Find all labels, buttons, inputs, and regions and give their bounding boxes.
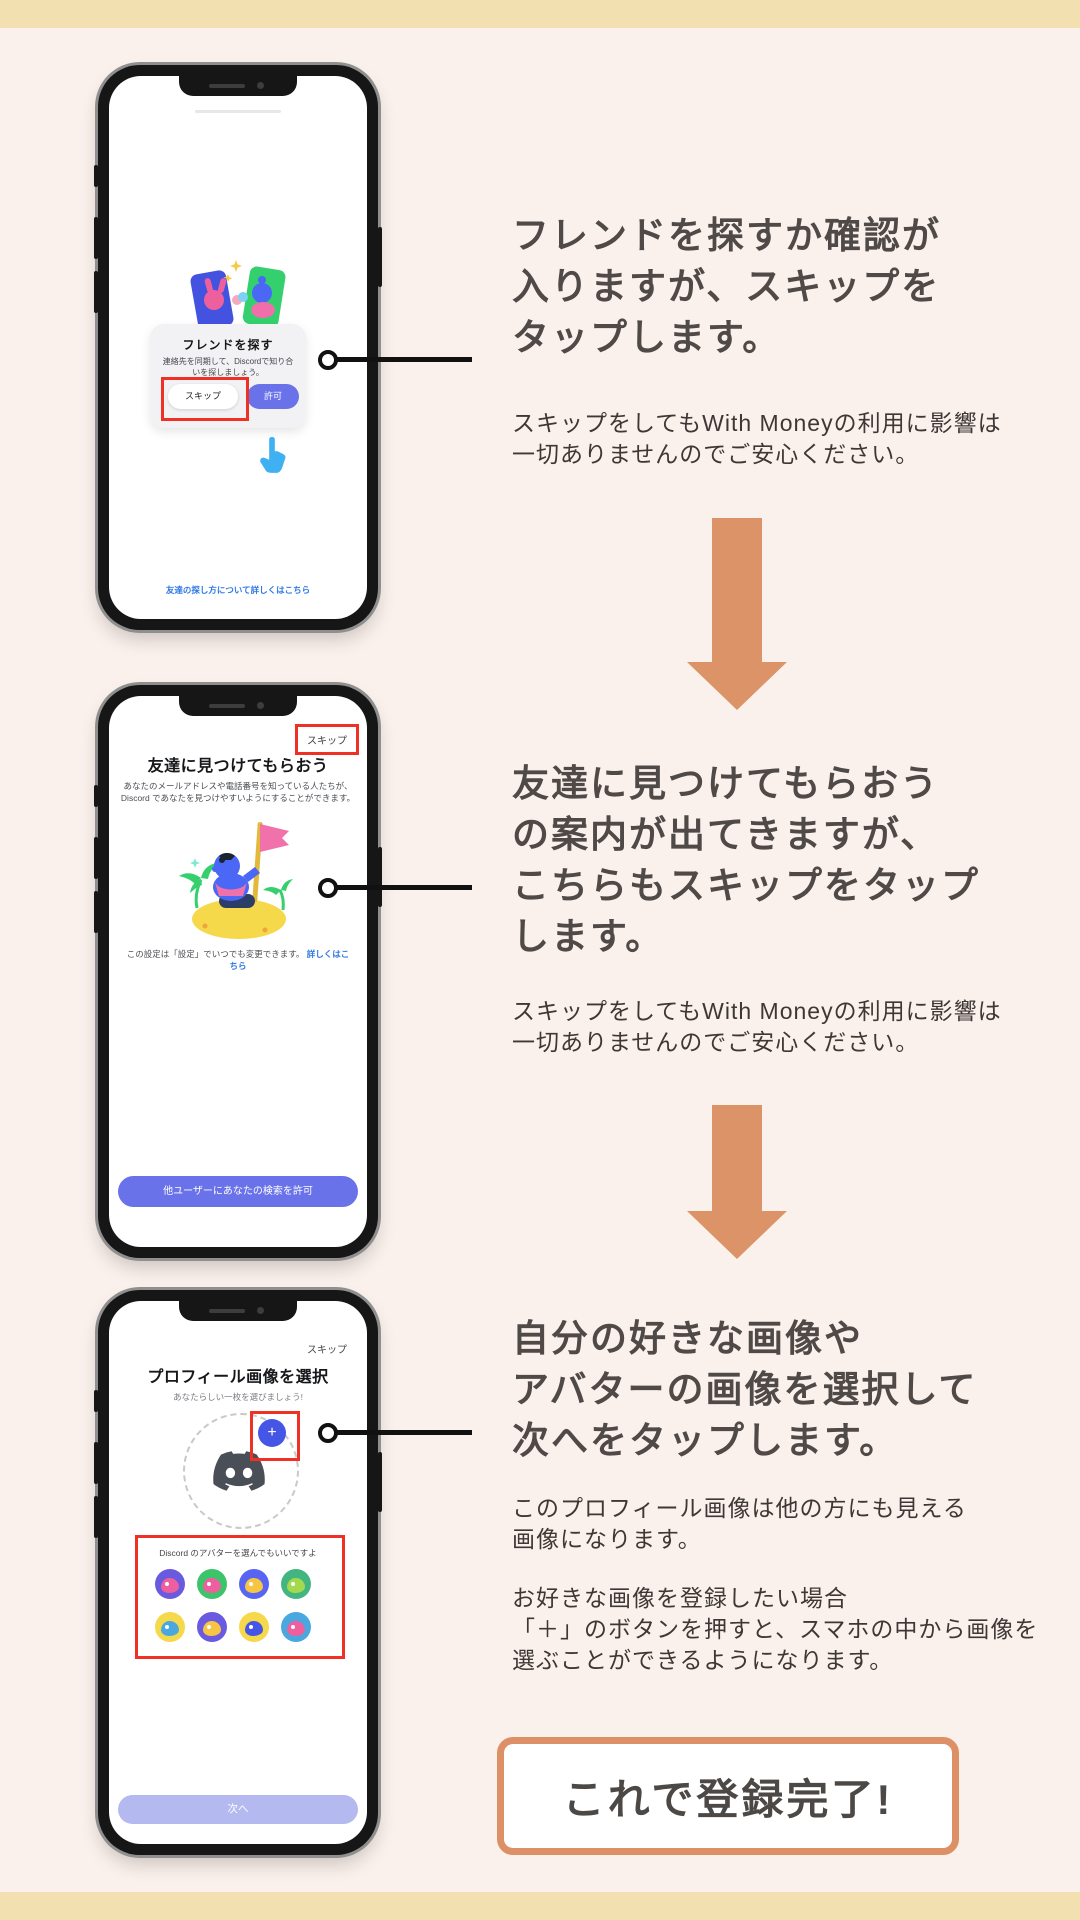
highlight-box-skip: [161, 377, 249, 421]
step2-note: スキップをしてもWith Moneyの利用に影響は 一切ありませんのでご安心くだ…: [512, 998, 1002, 1055]
next-button[interactable]: 次へ: [118, 1795, 358, 1824]
notch: [179, 76, 297, 96]
avatar-section-caption: Discord のアバターを選んでもいいですよ: [159, 1548, 317, 1558]
step3-heading: 自分の好きな画像や アバターの画像を選択して 次へをタップします。: [512, 1318, 978, 1461]
camera-icon: [257, 82, 264, 89]
avatar-option-icon[interactable]: [239, 1612, 269, 1642]
phone-mockup-3: スキップ プロフィール画像を選択 あなたらしい一枚を選びましょう! + Disc…: [94, 1290, 382, 1855]
camera-icon: [257, 1307, 264, 1314]
callout-line: [336, 1430, 472, 1435]
screen-title: プロフィール画像を選択: [147, 1369, 329, 1386]
add-image-button[interactable]: +: [258, 1419, 286, 1447]
callout-dot: [318, 350, 338, 370]
step1-note: スキップをしてもWith Moneyの利用に影響は 一切ありませんのでご安心くだ…: [512, 410, 1002, 467]
avatar-option-icon[interactable]: [281, 1569, 311, 1599]
avatar-placeholder-circle: [183, 1413, 299, 1529]
volume-down-button: [94, 1496, 98, 1538]
skip-button[interactable]: スキップ: [168, 384, 238, 409]
arrow-head: [687, 662, 787, 710]
arrow-shaft: [712, 1105, 762, 1211]
skip-link[interactable]: スキップ: [307, 1345, 347, 1356]
skip-link[interactable]: スキップ: [307, 736, 347, 747]
allow-search-button[interactable]: 他ユーザーにあなたの検索を許可: [118, 1176, 358, 1207]
find-friends-dialog: フレンドを探す 連絡先を同期して、Discordで知り合 いを探しましょう。 ス…: [150, 324, 306, 428]
screen-description: あなたのメールアドレスや電話番号を知っている人たちが、 Discord であなた…: [120, 781, 356, 803]
volume-down-button: [94, 891, 98, 933]
volume-up-button: [94, 837, 98, 879]
power-button: [378, 1452, 382, 1512]
callout-line: [336, 885, 472, 890]
mute-switch: [94, 785, 98, 807]
settings-note-text: この設定は「設定」でいつでも変更できます。: [126, 949, 305, 959]
arrow-shaft: [712, 518, 762, 662]
volume-down-button: [94, 271, 98, 313]
speaker-icon: [209, 704, 245, 708]
settings-note: この設定は「設定」でいつでも変更できます。 詳しくはこちら: [123, 948, 353, 972]
step1-heading: フレンドを探すか確認が 入りますが、スキップを タップします。: [512, 215, 941, 358]
mute-switch: [94, 165, 98, 187]
power-button: [378, 227, 382, 287]
avatar-option-icon[interactable]: [155, 1569, 185, 1599]
screen-title: 友達に見つけてもらおう: [147, 758, 329, 775]
friends-highfive-illustration: [190, 260, 286, 330]
top-band: [0, 0, 1080, 28]
avatar-option-icon[interactable]: [155, 1612, 185, 1642]
island-illustration: [179, 822, 293, 939]
notch: [179, 1301, 297, 1321]
friends-help-link[interactable]: 友達の探し方について詳しくはこちら: [165, 585, 311, 595]
pointing-hand-icon: [260, 436, 286, 473]
registration-complete-banner: これで登録完了!: [497, 1737, 959, 1855]
arrow-head: [687, 1211, 787, 1259]
phone2-screen: スキップ 友達に見つけてもらおう あなたのメールアドレスや電話番号を知っている人…: [109, 696, 367, 1247]
divider-line: [195, 110, 281, 113]
avatar-option-icon[interactable]: [239, 1569, 269, 1599]
phone-mockup-1: フレンドを探す 連絡先を同期して、Discordで知り合 いを探しましょう。 ス…: [94, 65, 382, 630]
bottom-band: [0, 1892, 1080, 1920]
volume-up-button: [94, 217, 98, 259]
learn-more-link[interactable]: 詳しくはこちら: [229, 949, 350, 971]
callout-dot: [318, 1423, 338, 1443]
screen-subtitle: あなたらしい一枚を選びましょう!: [173, 1392, 303, 1402]
power-button: [378, 847, 382, 907]
mute-switch: [94, 1390, 98, 1412]
highlight-box-skip: スキップ: [295, 724, 359, 755]
speaker-icon: [209, 84, 245, 88]
avatar-option-icon[interactable]: [197, 1569, 227, 1599]
phone3-screen: スキップ プロフィール画像を選択 あなたらしい一枚を選びましょう! + Disc…: [109, 1301, 367, 1844]
phone-mockup-2: スキップ 友達に見つけてもらおう あなたのメールアドレスや電話番号を知っている人…: [94, 685, 382, 1258]
dialog-title: フレンドを探す: [182, 338, 274, 352]
speaker-icon: [209, 1309, 245, 1313]
avatar-option-icon[interactable]: [197, 1612, 227, 1642]
allow-button[interactable]: 許可: [247, 384, 299, 409]
notch: [179, 696, 297, 716]
discord-logo-icon: [213, 1451, 265, 1491]
camera-icon: [257, 702, 264, 709]
step3-note-1: このプロフィール画像は他の方にも見える 画像になります。: [512, 1495, 967, 1552]
step2-heading: 友達に見つけてもらおう の案内が出てきますが、 こちらもスキップをタップ します…: [512, 763, 980, 957]
avatar-option-icon[interactable]: [281, 1612, 311, 1642]
dialog-body: 連絡先を同期して、Discordで知り合 いを探しましょう。: [162, 357, 294, 377]
phone1-screen: フレンドを探す 連絡先を同期して、Discordで知り合 いを探しましょう。 ス…: [109, 76, 367, 619]
highlight-box-plus: [250, 1411, 300, 1461]
callout-line: [336, 357, 472, 362]
volume-up-button: [94, 1442, 98, 1484]
registration-complete-label: これで登録完了!: [562, 1775, 894, 1823]
highlight-box-avatars: [135, 1535, 345, 1659]
step3-note-2: お好きな画像を登録したい場合 「＋」のボタンを押すと、スマホの中から画像を 選ぶ…: [512, 1585, 1039, 1673]
callout-dot: [318, 878, 338, 898]
